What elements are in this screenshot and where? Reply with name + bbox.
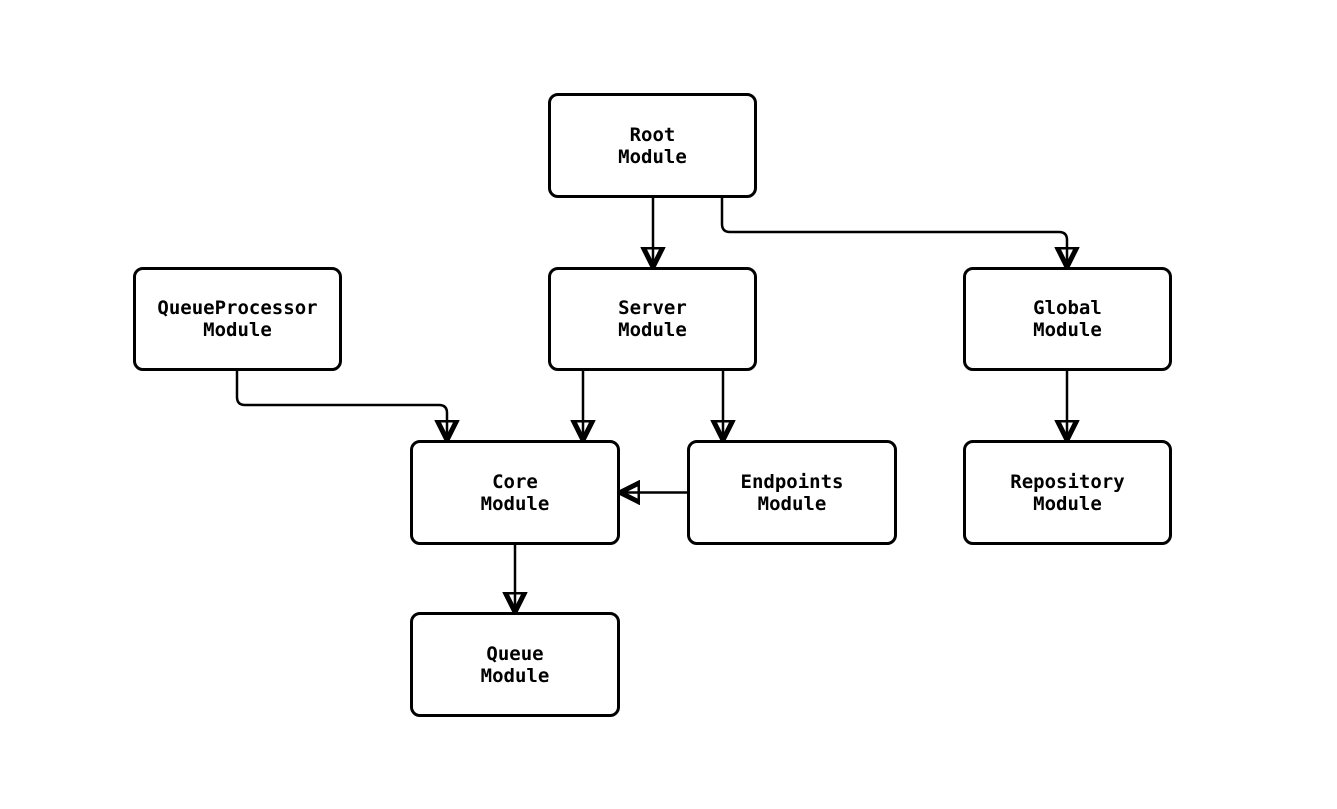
edge-root-to-global	[720, 198, 1067, 267]
node-global-module: Global Module	[963, 267, 1172, 371]
node-server-module: Server Module	[548, 267, 757, 371]
node-core-module: Core Module	[410, 440, 620, 545]
node-root-module: Root Module	[548, 93, 757, 198]
node-queue-module: Queue Module	[410, 612, 620, 717]
edge-queueprocessor-to-core	[235, 371, 447, 440]
node-queueprocessor-module: QueueProcessor Module	[133, 267, 342, 371]
node-repository-module: Repository Module	[963, 440, 1172, 545]
node-endpoints-module: Endpoints Module	[687, 440, 897, 545]
